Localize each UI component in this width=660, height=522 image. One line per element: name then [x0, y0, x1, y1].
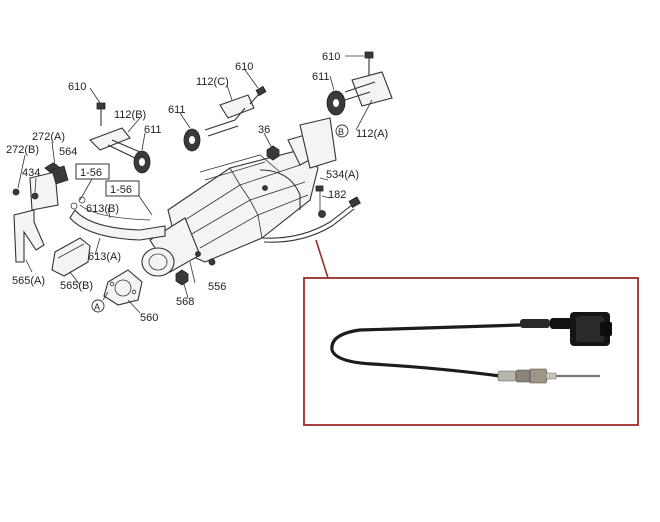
- bracket-112b: [89, 127, 141, 159]
- label-611-left: 611: [144, 124, 162, 136]
- label-611-right: 611: [312, 71, 330, 83]
- bracket-565b: [51, 237, 91, 277]
- inset-callout: [315, 239, 329, 279]
- marker-a: A: [91, 299, 105, 313]
- label-36: 36: [258, 124, 270, 136]
- marker-b-label: B: [338, 127, 344, 137]
- label-613b: 613(B): [86, 203, 119, 215]
- label-112a: 112(A): [356, 128, 388, 140]
- marker-a-label: A: [94, 302, 100, 312]
- label-610-left: 610: [68, 81, 86, 93]
- label-610-mid: 610: [235, 61, 253, 73]
- gasket-560: [103, 269, 143, 306]
- sensor-wire: [261, 185, 361, 243]
- label-112b: 112(B): [114, 109, 146, 121]
- label-610-right: 610: [322, 51, 340, 63]
- hanger-611-left: [133, 150, 151, 174]
- label-613a: 613(A): [88, 251, 121, 263]
- pipe-613: [69, 196, 166, 241]
- bolt-610-mid: [249, 85, 267, 105]
- hanger-611-mid: [183, 128, 201, 152]
- label-534a: 534(A): [326, 169, 359, 181]
- label-565b: 565(B): [60, 280, 93, 292]
- ref-box-2-label: 1-56: [110, 184, 132, 196]
- label-112c: 112(C): [196, 76, 229, 88]
- dpf-assembly: [141, 117, 337, 277]
- label-564: 564: [59, 146, 77, 158]
- label-556: 556: [208, 281, 226, 293]
- marker-b: B: [335, 124, 349, 138]
- temperature-sensor-photo: [330, 312, 612, 384]
- leader-lines: [17, 55, 373, 314]
- ref-box-2: 1-56: [105, 180, 153, 216]
- ref-box-1: 1-56: [75, 163, 110, 201]
- label-434: 434: [22, 167, 40, 179]
- label-568: 568: [176, 296, 194, 308]
- nut-568: [175, 269, 189, 286]
- label-611-mid: 611: [168, 104, 186, 116]
- label-560: 560: [140, 312, 158, 324]
- inset-photo-frame: [303, 277, 639, 426]
- part-labels: 610 112(B) 611 611 112(C) 610 610 611 11…: [6, 51, 388, 324]
- label-182: 182: [328, 189, 346, 201]
- bracket-112c: [204, 94, 255, 137]
- bolt-610-right: [364, 51, 374, 75]
- label-272a: 272(A): [32, 131, 65, 143]
- bolt-610-left: [96, 102, 106, 126]
- part-564: [51, 165, 69, 185]
- bracket-112a: [344, 71, 393, 107]
- label-565a: 565(A): [12, 275, 45, 287]
- sensor-probe: [497, 368, 600, 384]
- ref-box-1-label: 1-56: [80, 167, 102, 179]
- hanger-611-right: [326, 90, 346, 116]
- connector-plug: [570, 312, 612, 346]
- nut-36: [266, 145, 280, 161]
- label-272b: 272(B): [6, 144, 39, 156]
